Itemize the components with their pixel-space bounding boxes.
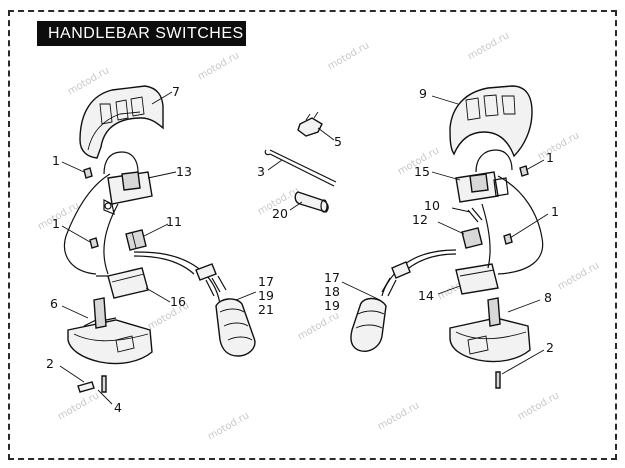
left-connector [195, 263, 256, 357]
watermark-text: motod.ru [376, 400, 421, 432]
left-switch-cap [125, 229, 147, 251]
right-lower-housing [449, 297, 531, 363]
removal-tool [264, 149, 337, 187]
callout-19: 19 [258, 288, 274, 303]
callout-labels: 7 9 5 1 13 3 1 15 10 1 11 20 12 1 17 19 … [46, 84, 559, 415]
callout-1: 1 [546, 150, 554, 165]
callout-12: 12 [412, 212, 428, 227]
watermark-text: motod.ru [536, 130, 581, 162]
diagram-title: HANDLEBAR SWITCHES [37, 21, 246, 46]
callout-17: 17 [324, 270, 340, 285]
callout-6: 6 [50, 296, 58, 311]
right-switch-cap [461, 227, 483, 249]
callout-2: 2 [46, 356, 54, 371]
watermark-text: motod.ru [466, 30, 511, 62]
callout-13: 13 [176, 164, 192, 179]
right-switch-module [455, 149, 513, 203]
callout-15: 15 [414, 164, 430, 179]
callout-2: 2 [546, 340, 554, 355]
callout-16: 16 [170, 294, 186, 309]
callout-20: 20 [272, 206, 288, 221]
callout-3: 3 [257, 164, 265, 179]
callout-21: 21 [258, 302, 274, 317]
watermark-text: motod.ru [296, 310, 341, 342]
connector-sleeve [294, 191, 329, 213]
callout-9: 9 [419, 86, 427, 101]
left-wire-harness [64, 173, 221, 305]
callout-18: 18 [324, 284, 340, 299]
leader-lines [59, 91, 549, 405]
watermark-text: motod.ru [556, 260, 601, 292]
right-lower-switch [455, 263, 499, 295]
left-upper-housing [79, 85, 164, 159]
right-fasteners [495, 165, 529, 389]
watermark-text: motod.ru [206, 410, 251, 442]
callout-1: 1 [52, 216, 60, 231]
callout-19: 19 [324, 298, 340, 313]
right-connector [350, 261, 411, 352]
callout-8: 8 [544, 290, 552, 305]
callout-14: 14 [418, 288, 434, 303]
watermark-text: motod.ru [196, 50, 241, 82]
callout-10: 10 [424, 198, 440, 213]
callout-5: 5 [334, 134, 342, 149]
watermark-text: motod.ru [56, 390, 101, 422]
left-lower-switch [96, 267, 149, 299]
left-fasteners [77, 167, 107, 393]
right-upper-housing [449, 85, 533, 158]
callout-4: 4 [114, 400, 122, 415]
callout-1: 1 [551, 204, 559, 219]
watermark-text: motod.ru [326, 40, 371, 72]
watermark-text: motod.ru [516, 390, 561, 422]
callout-17: 17 [258, 274, 274, 289]
left-switch-module [103, 151, 153, 215]
left-lower-housing [67, 297, 153, 365]
diagram-frame [8, 10, 617, 460]
wire-clip [297, 111, 323, 137]
callout-7: 7 [172, 84, 180, 99]
right-spring-pin [467, 207, 483, 223]
callout-11: 11 [166, 214, 182, 229]
callout-1: 1 [52, 153, 60, 168]
